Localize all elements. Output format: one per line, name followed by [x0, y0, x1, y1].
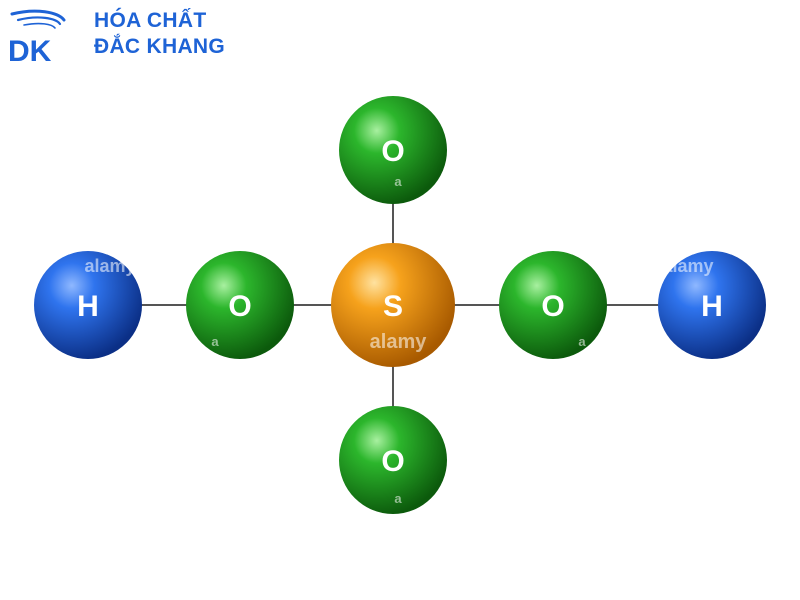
- atom-label-o-left: O: [228, 290, 251, 323]
- watermark-text-right: alamy: [662, 256, 713, 276]
- atom-label-o-bottom: O: [381, 445, 404, 478]
- atom-label-s-center: S: [383, 290, 403, 323]
- atom-o-left: O: [186, 251, 294, 359]
- watermark-mark-right: a: [578, 334, 586, 349]
- dk-logo-icon: DK: [8, 9, 66, 66]
- logo-mark-text: DK: [8, 35, 52, 66]
- atom-o-top: O: [339, 96, 447, 204]
- atom-label-o-right: O: [541, 290, 564, 323]
- atom-s-center: S: [331, 243, 455, 367]
- hydrogen-sphere: [34, 251, 142, 359]
- watermark: alamy alamy alamy a a a a: [84, 174, 713, 506]
- watermark-text-left: alamy: [84, 256, 135, 276]
- atom-label-o-top: O: [381, 135, 404, 168]
- atom-o-right: O: [499, 251, 607, 359]
- hydrogen-sphere: [658, 251, 766, 359]
- atom-o-bottom: O: [339, 406, 447, 514]
- oxygen-sphere: [339, 96, 447, 204]
- brand-line-1: HÓA CHẤT: [94, 9, 207, 32]
- brand-line-2: ĐẮC KHANG: [94, 35, 226, 58]
- atom-label-h-right: H: [701, 290, 723, 323]
- watermark-text-main: alamy: [370, 331, 428, 353]
- sulfur-sphere: [331, 243, 455, 367]
- watermark-mark-top: a: [394, 174, 402, 189]
- watermark-mark-bottom: a: [394, 491, 402, 506]
- oxygen-sphere: [499, 251, 607, 359]
- watermark-mark-left: a: [211, 334, 219, 349]
- oxygen-sphere: [339, 406, 447, 514]
- oxygen-sphere: [186, 251, 294, 359]
- atom-label-h-left: H: [77, 290, 99, 323]
- brand-name: HÓA CHẤT ĐẮC KHANG: [94, 8, 225, 60]
- atom-h-right: H: [658, 251, 766, 359]
- atom-h-left: H: [34, 251, 142, 359]
- brand-logo: DK HÓA CHẤT ĐẮC KHANG: [6, 6, 266, 66]
